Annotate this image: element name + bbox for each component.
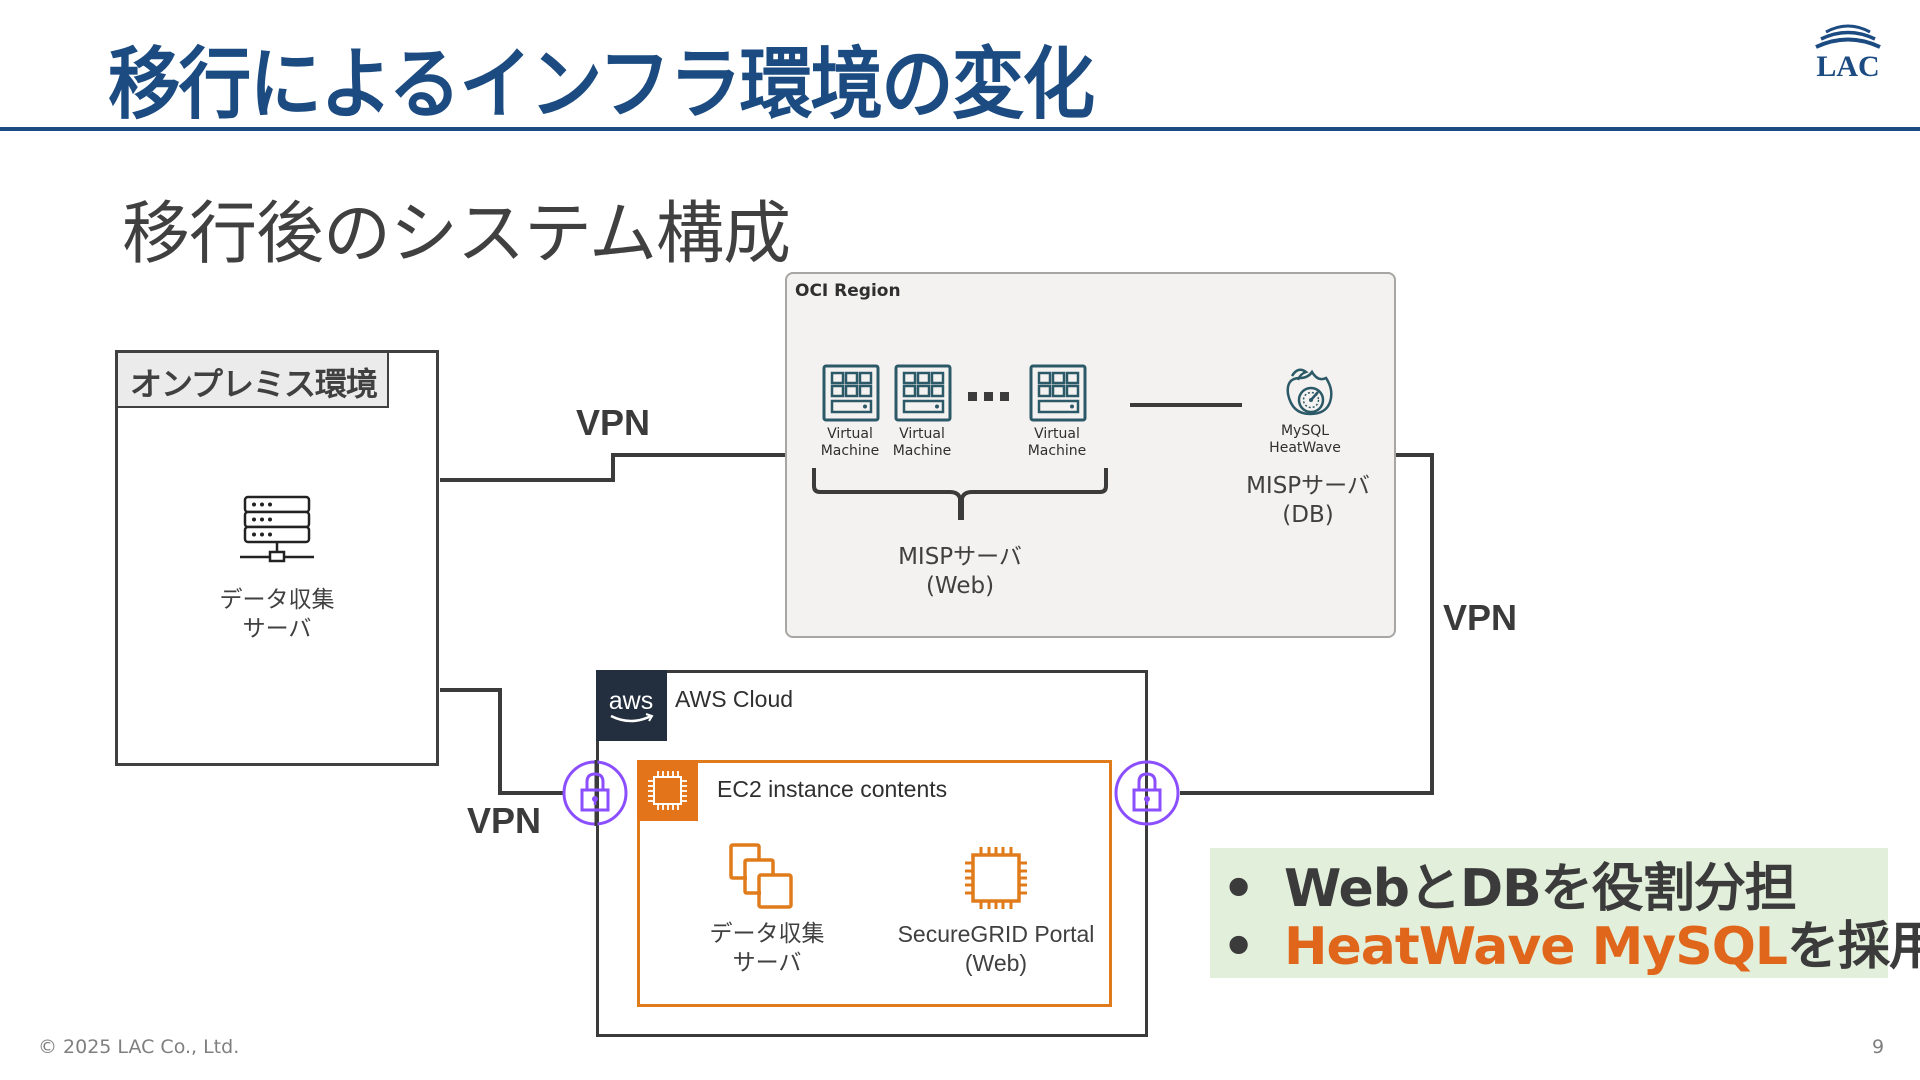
mysql-heatwave-label: MySQL HeatWave <box>1262 423 1348 457</box>
vm-label-line2: Machine <box>820 443 880 459</box>
aws-collector-label-line2: サーバ <box>732 950 802 976</box>
aws-collector-label-line1: データ収集 <box>709 921 825 947</box>
aws-cloud-label: AWS Cloud <box>675 686 794 712</box>
bullet-text: WebとDBを役割分担 <box>1284 859 1797 919</box>
aws-logo-icon: aws <box>596 670 667 741</box>
vpn-lock-icon-right <box>1114 760 1180 830</box>
vm-group-brace <box>812 468 1108 520</box>
portal-label-line2: (Web) <box>964 950 1028 976</box>
misp-web-label: MISPサーバ (Web) <box>860 543 1060 601</box>
vpn-label-right: VPN <box>1443 597 1518 638</box>
securegrid-portal-label: SecureGRID Portal (Web) <box>880 920 1112 978</box>
vpn-line-oci-aws <box>1180 453 1434 795</box>
mysql-label-line2: HeatWave <box>1269 440 1341 456</box>
oci-region-box <box>785 272 1396 638</box>
vpn-lock-icon-left <box>562 760 628 830</box>
vm-label-line1: Virtual <box>899 426 945 442</box>
misp-db-label-line1: MISPサーバ <box>1246 473 1370 499</box>
mysql-heatwave-icon <box>1278 364 1338 424</box>
bullet-highlight-text: HeatWave MySQL <box>1284 917 1788 977</box>
misp-db-label: MISPサーバ (DB) <box>1208 472 1408 530</box>
vpn-label-bottom: VPN <box>467 800 542 841</box>
vpn-label-top: VPN <box>576 402 651 443</box>
aws-cloud-box <box>596 670 1148 1037</box>
ec2-processor-icon <box>963 845 1029 915</box>
callout-bullet: • WebとDBを役割分担 <box>1222 846 1797 921</box>
misp-db-label-line2: (DB) <box>1282 502 1334 528</box>
vpn-line-onprem-aws <box>440 688 564 795</box>
vm-label: Virtual Machine <box>810 426 890 460</box>
vm-to-db-connector <box>1130 403 1242 407</box>
footer-copyright: © 2025 LAC Co., Ltd. <box>38 1036 240 1058</box>
ec2-instance-label: EC2 instance contents <box>717 776 948 802</box>
bullet-suffix-text: を採用 <box>1787 917 1920 977</box>
ellipsis-dots-icon <box>968 392 1009 401</box>
vm-label: Virtual Machine <box>1017 426 1097 460</box>
title-underline <box>0 127 1920 131</box>
ec2-chip-icon <box>637 760 698 821</box>
oci-region-label: OCI Region <box>795 281 901 301</box>
virtual-machine-icon <box>822 364 880 426</box>
vm-label-line1: Virtual <box>1034 426 1080 442</box>
callout-bullet: • HeatWave MySQLを採用 <box>1222 904 1920 979</box>
virtual-machine-icon <box>894 364 952 426</box>
vm-label: Virtual Machine <box>882 426 962 460</box>
server-rack-icon <box>240 495 314 571</box>
summary-callout <box>1210 848 1888 978</box>
lac-logo-arcs-icon: LAC <box>1815 24 1881 83</box>
vm-label-line1: Virtual <box>827 426 873 442</box>
portal-label-line1: SecureGRID Portal <box>897 921 1095 947</box>
logo-text: LAC <box>1816 50 1879 83</box>
vm-label-line2: Machine <box>1027 443 1087 459</box>
bullet-icon: • <box>1222 859 1255 919</box>
vm-label-line2: Machine <box>892 443 952 459</box>
virtual-machine-icon <box>1029 364 1087 426</box>
section-subtitle: 移行後のシステム構成 <box>122 195 791 274</box>
bullet-icon: • <box>1222 917 1255 977</box>
onprem-server-label: データ収集 サーバ <box>177 586 377 644</box>
onprem-server-label-line2: サーバ <box>242 616 312 642</box>
vpn-line-onprem-oci <box>440 453 785 482</box>
onprem-server-label-line1: データ収集 <box>219 587 335 613</box>
lac-logo: LAC <box>1808 22 1888 83</box>
instances-stack-icon <box>729 843 795 913</box>
slide-title: 移行によるインフラ環境の変化 <box>108 40 1095 130</box>
misp-web-label-line2: (Web) <box>925 573 995 599</box>
onprem-label: オンプレミス環境 <box>115 350 389 408</box>
aws-collector-label: データ収集 サーバ <box>667 920 867 978</box>
ec2-instance-box <box>637 760 1112 1007</box>
page-number: 9 <box>1872 1036 1885 1058</box>
aws-logo-text: aws <box>609 687 653 715</box>
mysql-label-line1: MySQL <box>1280 423 1330 439</box>
misp-web-label-line1: MISPサーバ <box>898 544 1022 570</box>
